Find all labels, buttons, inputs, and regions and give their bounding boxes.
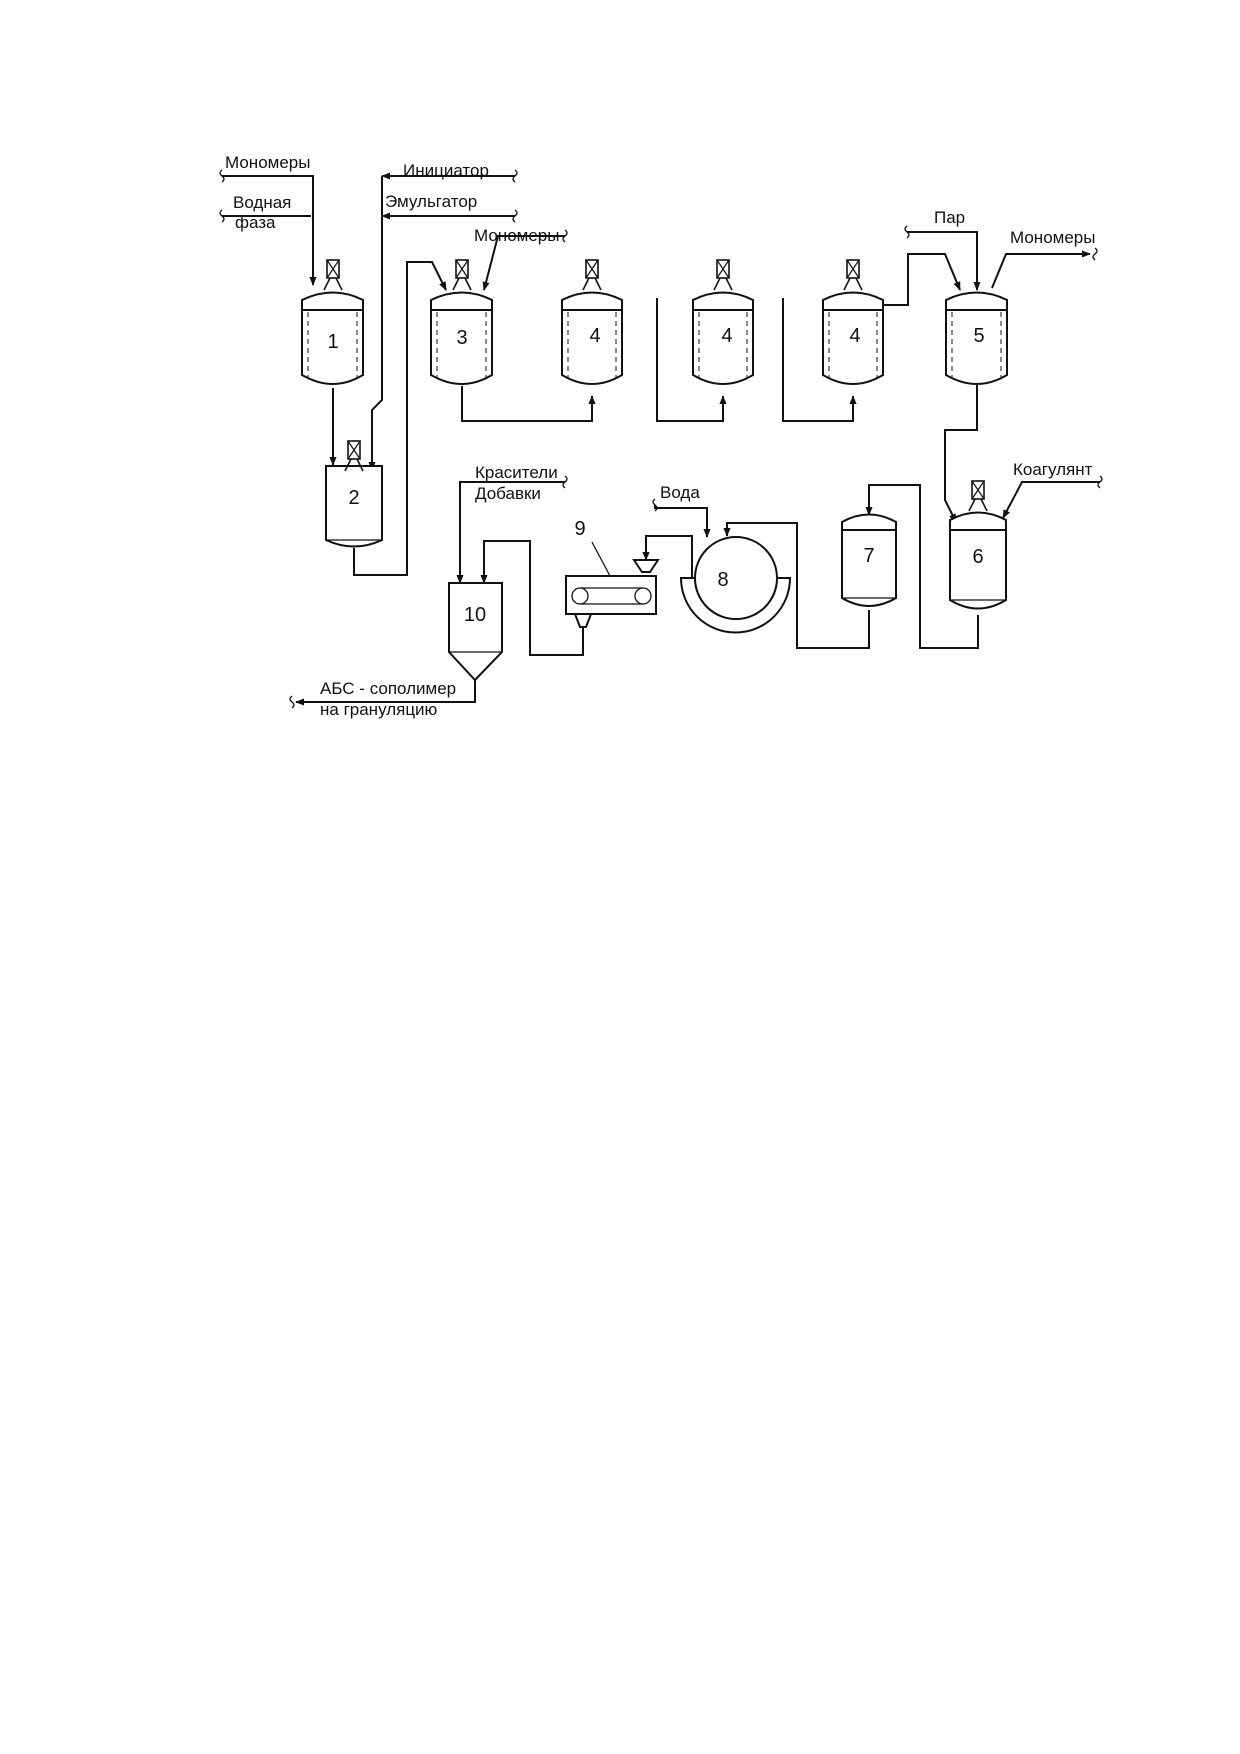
pipe-4c-to-5 — [880, 253, 961, 306]
pipe-monomers-to-3 — [482, 235, 565, 291]
belt-dryer-9: 9 — [565, 518, 660, 628]
column-5: 5 — [945, 291, 1008, 385]
equipment-number-3: 3 — [456, 327, 467, 349]
label-monomers-out: Мономеры — [1010, 228, 1095, 247]
pipe-water-to-8 — [654, 505, 711, 538]
pipe-5-to-6 — [944, 384, 978, 523]
equipment-number-1: 1 — [327, 331, 338, 353]
label-additives: Добавки — [475, 484, 541, 503]
pipe-dyes-to-10 — [456, 481, 565, 584]
equipment-number-9: 9 — [574, 518, 585, 540]
stream-labels: Мономеры Водная фаза Инициатор Эмульгато… — [225, 153, 1095, 719]
label-water: Вода — [660, 483, 700, 502]
label-steam: Пар — [934, 208, 965, 227]
label-emulsifier: Эмульгатор — [385, 192, 477, 211]
label-monomers-in: Мономеры — [225, 153, 310, 172]
label-coagulant: Коагулянт — [1013, 460, 1093, 479]
pipelines — [222, 172, 1100, 706]
hopper-10: 10 — [448, 582, 503, 682]
equipment-number-4a: 4 — [589, 325, 600, 347]
equipment-number-4c: 4 — [849, 325, 860, 347]
reactor-4c: 4 — [822, 259, 884, 385]
equipment-number-10: 10 — [464, 604, 486, 626]
pipe-9-to-10 — [480, 540, 584, 656]
label-water-phase-line2: фаза — [235, 213, 276, 232]
pipe-monomers-to-1 — [222, 175, 317, 286]
pipe-monomers-out — [991, 250, 1091, 289]
label-monomers-to-3: Мономеры — [474, 226, 559, 245]
break-marks — [219, 169, 1103, 709]
equipment-number-6: 6 — [972, 546, 983, 568]
vessel-6: 6 — [949, 480, 1007, 610]
label-initiator: Инициатор — [403, 161, 489, 180]
reactor-4a: 4 — [561, 259, 623, 385]
label-dyes: Красители — [475, 463, 558, 482]
pipe-2-to-3 — [353, 261, 447, 576]
equipment-number-2: 2 — [348, 487, 359, 509]
pipe-3-to-4a — [461, 386, 596, 422]
equipment-number-7: 7 — [863, 545, 874, 567]
pipe-6-to-7 — [865, 484, 979, 649]
drum-filter-8: 8 — [679, 536, 792, 634]
vessel-7: 7 — [841, 513, 897, 607]
pipe-4a-to-4b — [656, 298, 727, 422]
pipe-7-to-8 — [723, 522, 870, 649]
reactor-1: 1 — [301, 259, 364, 385]
label-water-phase-line1: Водная — [233, 193, 291, 212]
label-product-line2: на грануляцию — [320, 700, 438, 719]
pipe-8-to-9 — [642, 535, 693, 578]
equipment-number-8: 8 — [717, 569, 728, 591]
pipe-4b-to-4c — [782, 298, 857, 422]
leader-9 — [591, 541, 611, 577]
pipe-steam-to-5 — [907, 231, 981, 291]
pipe-coagulant-to-6 — [1002, 481, 1100, 519]
pipe-reagents-to-2 — [368, 176, 383, 471]
equipment-number-4b: 4 — [721, 325, 732, 347]
reactor-3: 3 — [430, 259, 493, 385]
vessel-2: 2 — [325, 440, 383, 548]
pipe-product-out — [295, 680, 476, 706]
reactor-4b: 4 — [692, 259, 754, 385]
equipment-number-5: 5 — [973, 325, 984, 347]
label-product-line1: АБС - сополимер — [320, 679, 456, 698]
